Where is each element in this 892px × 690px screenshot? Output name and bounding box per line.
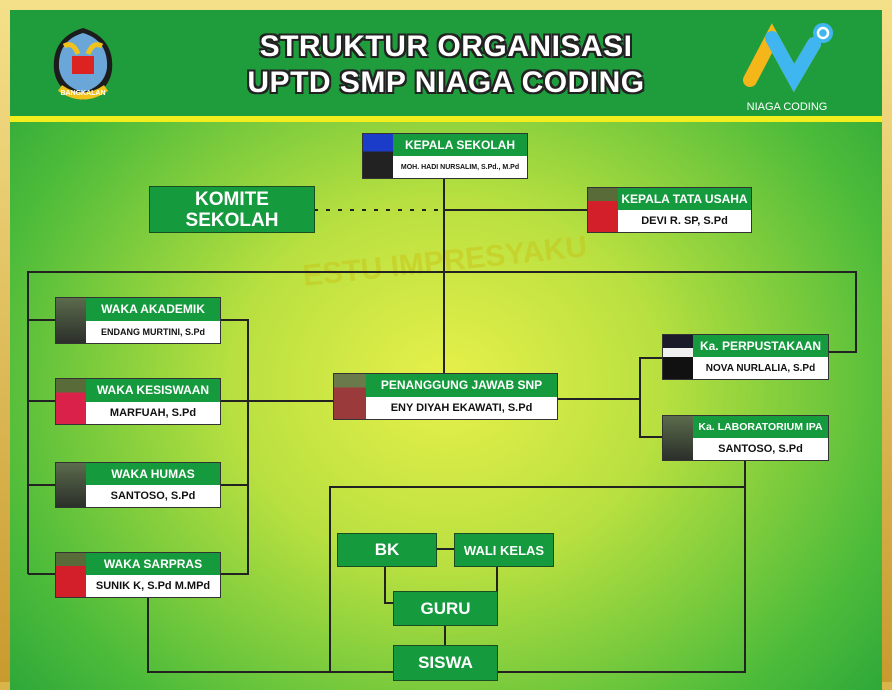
photo-kepala-sekolah: [363, 134, 393, 178]
node-ka-perpustakaan: Ka. PERPUSTAKAAN NOVA NURLALIA, S.Pd: [662, 334, 829, 380]
role-label: KEPALA TATA USAHA: [618, 188, 751, 210]
node-ka-laboratorium-ipa: Ka. LABORATORIUM IPA SANTOSO, S.Pd: [662, 415, 829, 461]
person-name: ENY DIYAH EKAWATI, S.Pd: [390, 401, 533, 414]
komite-line1: KOMITE: [195, 188, 269, 210]
person-name: DEVI R. SP, S.Pd: [641, 215, 728, 227]
node-waka-humas: WAKA HUMAS SANTOSO, S.Pd: [55, 462, 221, 508]
person-name: ENDANG MURTINI, S.Pd: [100, 326, 205, 337]
role-label: PENANGGUNG JAWAB SNP: [366, 374, 557, 397]
node-waka-akademik: WAKA AKADEMIK ENDANG MURTINI, S.Pd: [55, 297, 221, 344]
person-name: MARFUAH, S.Pd: [109, 406, 197, 419]
photo-ka-laboratorium: [663, 416, 693, 460]
photo-kepala-tu: [588, 188, 618, 232]
role-label: WAKA KESISWAAN: [86, 379, 220, 402]
photo-waka-akademik: [56, 298, 86, 343]
komite-line2: SEKOLAH: [185, 209, 279, 231]
photo-waka-sarpras: [56, 553, 86, 597]
seal-text: BANGKALAN: [60, 90, 106, 97]
node-wali-kelas: WALI KELAS: [454, 533, 554, 567]
bangkalan-seal-logo: BANGKALAN: [48, 26, 118, 104]
person-name: SANTOSO, S.Pd: [110, 490, 196, 502]
header-stripe: [10, 116, 882, 122]
photo-waka-humas: [56, 463, 86, 507]
role-label: WAKA HUMAS: [86, 463, 220, 485]
node-waka-sarpras: WAKA SARPRAS SUNIK K, S.Pd M.MPd: [55, 552, 221, 598]
role-label: WAKA SARPRAS: [86, 553, 220, 575]
node-penanggung-jawab-snp: PENANGGUNG JAWAB SNP ENY DIYAH EKAWATI, S…: [333, 373, 558, 420]
node-waka-kesiswaan: WAKA KESISWAAN MARFUAH, S.Pd: [55, 378, 221, 425]
page-title-line2: UPTD SMP NIAGA CODING: [247, 66, 645, 99]
person-name: SANTOSO, S.Pd: [718, 443, 803, 455]
node-guru: GURU: [393, 591, 498, 626]
role-label: WAKA AKADEMIK: [86, 298, 220, 321]
niaga-coding-logo: NIAGA CODING: [732, 20, 842, 115]
role-label: Ka. PERPUSTAKAAN: [693, 335, 828, 357]
node-kepala-tata-usaha: KEPALA TATA USAHA DEVI R. SP, S.Pd: [587, 187, 752, 233]
photo-waka-kesiswaan: [56, 379, 86, 424]
role-label: KEPALA SEKOLAH: [393, 134, 527, 156]
header-banner: [10, 10, 882, 116]
person-name: MOH. HADI NURSALIM, S.Pd., M.Pd: [400, 163, 520, 171]
person-name: SUNIK K, S.Pd M.MPd: [95, 580, 211, 592]
node-siswa: SISWA: [393, 645, 498, 681]
photo-pj-snp: [334, 374, 366, 419]
page-title-line1: STRUKTUR ORGANISASI: [259, 30, 633, 63]
node-bk: BK: [337, 533, 437, 567]
role-label: Ka. LABORATORIUM IPA: [693, 416, 828, 438]
photo-ka-perpustakaan: [663, 335, 693, 379]
node-kepala-sekolah: KEPALA SEKOLAH MOH. HADI NURSALIM, S.Pd.,…: [362, 133, 528, 179]
person-name: NOVA NURLALIA, S.Pd: [705, 362, 816, 374]
logo-caption: NIAGA CODING: [746, 101, 828, 113]
